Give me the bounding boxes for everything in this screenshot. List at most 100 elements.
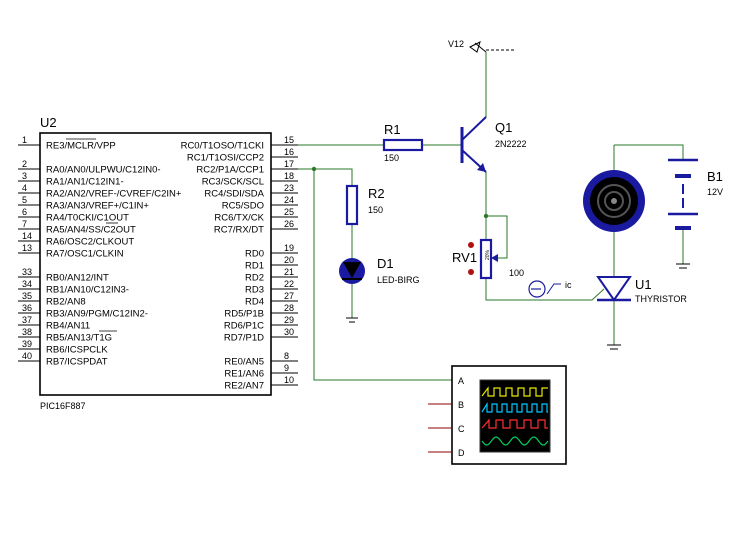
pin-name: RC5/SDO xyxy=(222,201,264,212)
pin-name: RC0/T1OSO/T1CKI xyxy=(181,141,264,152)
pin-number: 19 xyxy=(284,243,294,253)
oscilloscope[interactable]: A B C D xyxy=(428,365,567,465)
current-probe[interactable]: ic xyxy=(528,280,572,298)
scope-channel-d: D xyxy=(458,448,465,458)
d1-value: LED-BIRG xyxy=(377,275,420,285)
b1-value: 12V xyxy=(707,187,723,197)
wires xyxy=(298,52,684,381)
mcu-u2[interactable]: U2 PIC16F887 1RE3/MCLR/VPP2RA0/AN0/ULPWU… xyxy=(18,115,298,411)
pin-name: RE0/AN5 xyxy=(224,357,264,368)
pin-number: 36 xyxy=(22,303,32,313)
pin-name: RC3/SCK/SCL xyxy=(202,177,264,188)
pin-name: RA4/T0CKI/C1OUT xyxy=(46,213,129,224)
pin-number: 7 xyxy=(22,219,27,229)
motor[interactable] xyxy=(583,170,645,232)
wire-rc2-r2 xyxy=(298,168,353,186)
pin-name: RD2 xyxy=(245,273,264,284)
pin-name: RA0/AN0/ULPWU/C12IN0- xyxy=(46,165,161,176)
u1-value: THYRISTOR xyxy=(635,294,687,304)
motor-shaft xyxy=(611,198,617,204)
pin-name: RD7/P1D xyxy=(224,333,264,344)
ground-symbol xyxy=(676,263,690,269)
potentiometer-rv1[interactable]: 20% RV1 100 xyxy=(452,238,524,280)
thyristor-u1[interactable]: U1 THYRISTOR xyxy=(596,276,687,304)
rv1-ref: RV1 xyxy=(452,250,477,265)
b1-ref: B1 xyxy=(707,169,723,184)
led-triangle xyxy=(343,262,361,278)
pin-number: 25 xyxy=(284,207,294,217)
pin-number: 16 xyxy=(284,147,294,157)
probe-label: ic xyxy=(565,280,572,290)
scope-screen xyxy=(479,379,551,453)
pin-number: 14 xyxy=(22,231,32,241)
led-d1[interactable]: D1 LED-BIRG xyxy=(339,256,420,285)
trace-a xyxy=(481,386,548,397)
pin-number: 24 xyxy=(284,195,294,205)
wire-rv1-gate xyxy=(485,278,605,301)
transistor-q1[interactable]: Q1 2N2222 xyxy=(460,116,527,173)
r1-ref: R1 xyxy=(384,122,401,137)
pin-name: RB7/ICSPDAT xyxy=(46,357,108,368)
supply-v12[interactable]: V12 xyxy=(448,39,514,53)
pin-name: RE1/AN6 xyxy=(224,369,264,380)
pin-name: RB1/AN10/C12IN3- xyxy=(46,285,129,296)
pin-number: 37 xyxy=(22,315,32,325)
q1-emitter-arrow xyxy=(477,163,486,172)
pin-name: RD5/P1B xyxy=(224,309,264,320)
pin-name: RC1/T1OSI/CCP2 xyxy=(187,153,264,164)
pin-number: 2 xyxy=(22,159,27,169)
rv1-dec-button[interactable] xyxy=(468,242,474,248)
wire-top-loop xyxy=(614,144,684,160)
mcu-part: PIC16F887 xyxy=(40,401,86,411)
pin-number: 30 xyxy=(284,327,294,337)
resistor-r2[interactable]: R2 150 xyxy=(345,184,385,226)
motor-ring xyxy=(604,191,624,211)
rv1-inc-button[interactable] xyxy=(468,269,474,275)
pin-number: 27 xyxy=(284,291,294,301)
resistor-r1[interactable]: R1 150 xyxy=(382,122,424,163)
u1-ref: U1 xyxy=(635,277,652,292)
pin-number: 23 xyxy=(284,183,294,193)
mcu-right-pins: 15RC0/T1OSO/T1CKI16RC1/T1OSI/CCP217RC2/P… xyxy=(181,135,298,392)
pin-name: RE2/AN7 xyxy=(224,381,264,392)
battery-b1[interactable]: B1 12V xyxy=(668,158,723,230)
